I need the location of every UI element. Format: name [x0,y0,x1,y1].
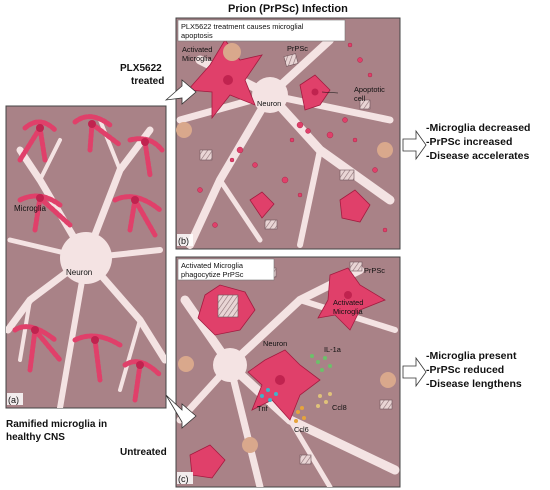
outcome-arrow-c [402,356,427,388]
outcomes-c: -Microglia present -PrPSc reduced -Disea… [426,350,522,390]
microglia-a [12,114,165,403]
panel-c-box-line2: phagocytize PrPSc [181,270,244,279]
neuron-label-a: Neuron [66,268,92,277]
neuron-a [6,118,166,408]
neuron-label-b: Neuron [257,99,281,108]
panel-a-caption-line2: healthy CNS [6,432,65,443]
panel-a-label: (a) [8,395,19,405]
prpsc-label-b: PrPSc [287,44,308,53]
untreated-arrow [165,394,197,429]
plx-treated-label-2: treated [131,76,164,87]
activated-label-c-1: Activated [333,298,363,307]
outcome-b-2: -PrPSc increased [426,136,512,148]
plx-arrow [164,79,197,105]
cytokine-tnf [260,388,278,402]
panel-b-label: (b) [178,236,189,246]
ccl6-label: Ccl6 [294,425,309,434]
cytokine-ccl6 [294,406,306,423]
panel-c-box-line1: Activated Microglia [181,261,244,270]
outcome-c-2: -PrPSc reduced [426,364,504,376]
activated-label-c-2: Microglia [333,307,363,316]
cytokine-ccl8 [316,392,332,408]
prpsc-deposits-b [199,53,371,230]
outcome-arrow-b [402,129,427,161]
panel-c-label: (c) [178,474,189,484]
il1a-label: IL-1a [324,345,342,354]
panel-b-box-line1: PLX5622 treatment causes microglial [181,22,304,31]
outcome-c-3: -Disease lengthens [426,378,522,390]
plx-treated-label-1: PLX5622 [120,63,162,74]
ccl8-label: Ccl8 [332,403,347,412]
outcome-b-3: -Disease accelerates [426,150,529,162]
microglia-label-a: Microglia [14,204,47,213]
panel-b: PLX5622 treatment causes microglial apop… [175,17,401,250]
activated-label-b-1: Activated [182,45,212,54]
apoptotic-label-b-1: Apoptotic [354,85,385,94]
panel-c: Activated Microglia phagocytize PrPSc Pr… [175,256,401,488]
tnf-label: Tnf [257,404,269,413]
activated-label-b-2: Microglia [182,54,212,63]
outcome-b-1: -Microglia decreased [426,122,530,134]
apoptotic-fragments-b [197,42,388,233]
apoptotic-label-b-2: cell [354,94,365,103]
neuron-label-c: Neuron [263,339,287,348]
panel-b-box-line2: apoptosis [181,31,213,40]
outcomes-b: -Microglia decreased -PrPSc increased -D… [426,122,530,162]
untreated-label: Untreated [120,447,167,458]
panel-a: Microglia Neuron (a) [5,105,167,409]
prpsc-label-c: PrPSc [364,266,385,275]
outcome-c-1: -Microglia present [426,350,517,362]
cytokine-il1a [310,354,332,372]
figure-title: Prion (PrPSc) Infection [228,3,348,15]
panel-a-caption-line1: Ramified microglia in [6,419,107,430]
